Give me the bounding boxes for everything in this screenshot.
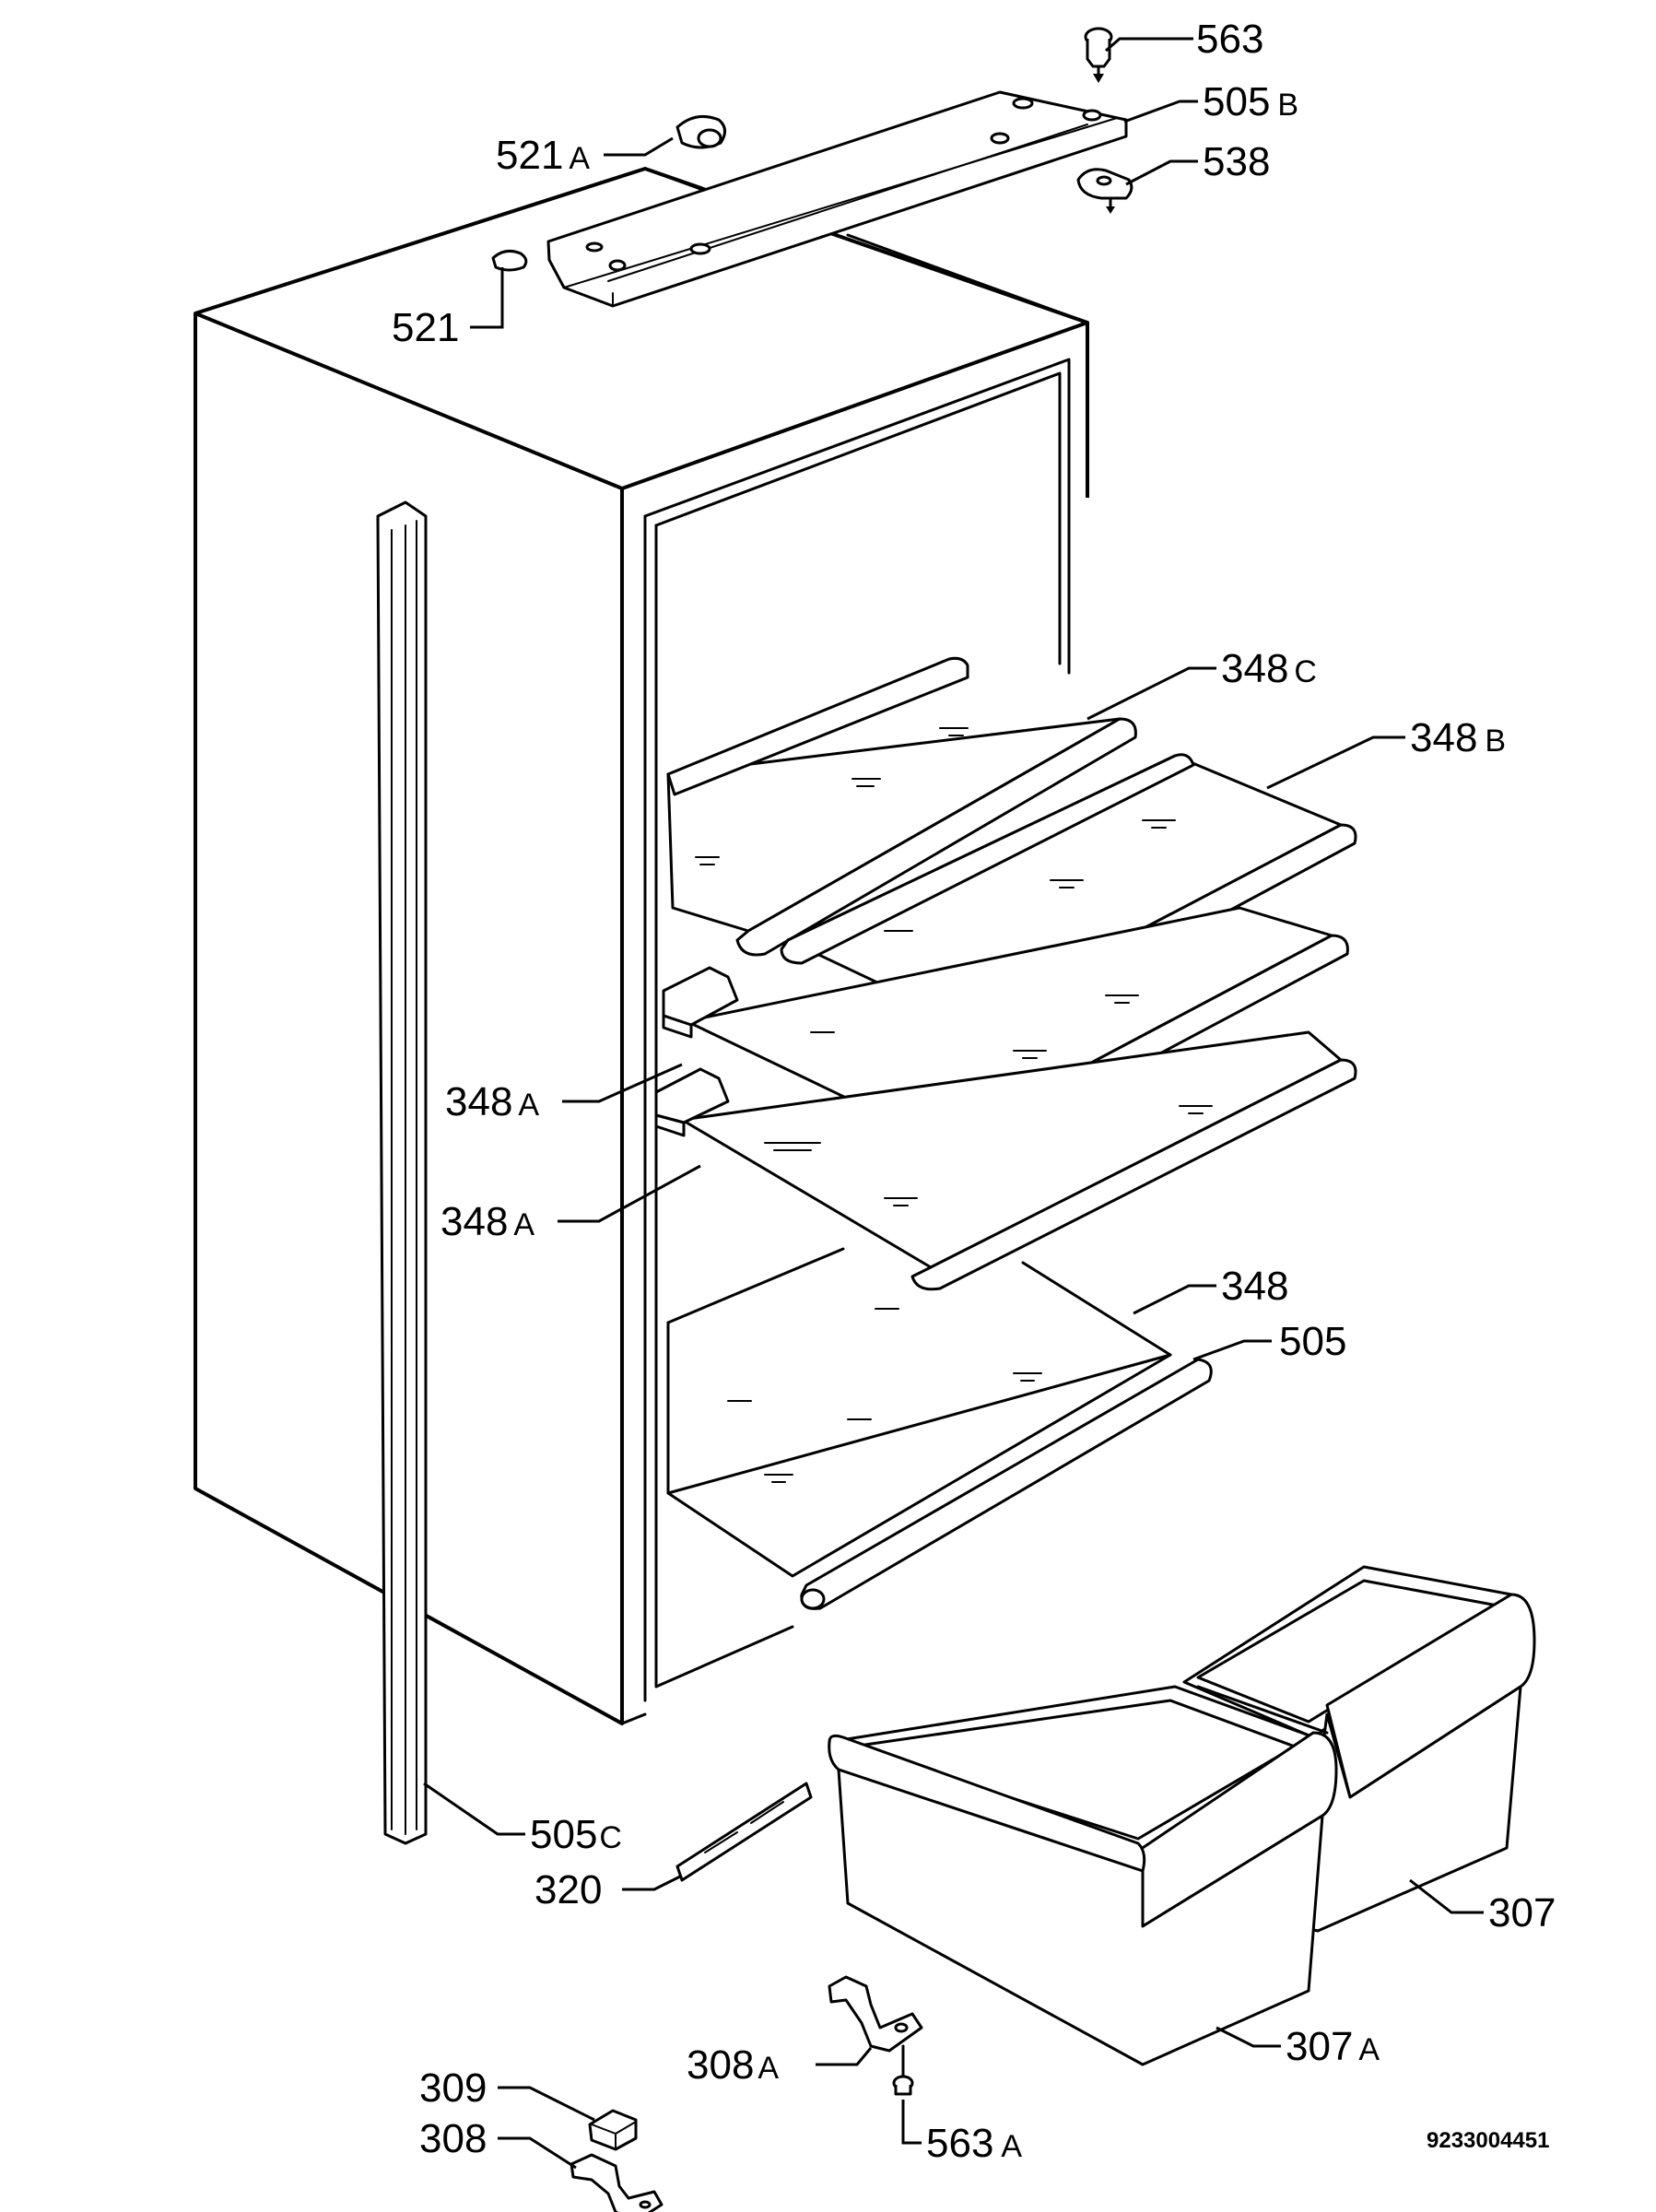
part-309-cap [588,2109,638,2151]
glass-shelf-348 [666,1247,1172,1578]
part-521a-cap [675,114,726,149]
label-505: 505 [1279,1319,1346,1364]
label-308: 308 [419,2116,487,2161]
glass-shelf-348a-lower [654,1030,1357,1291]
slide-rail-320 [675,1782,813,1882]
part-563-screw [1084,27,1113,83]
document-number: 9233004451 [1427,2128,1549,2153]
part-538-cap [1076,168,1133,214]
label-348: 348 [1221,1264,1288,1309]
label-563: 563 [1196,17,1263,62]
front-rail-505 [800,1358,1213,1610]
hinge-308a [828,1975,923,2053]
label-309: 309 [419,2065,487,2111]
label-320: 320 [534,1867,602,1912]
label-307: 307 [1488,1890,1556,1936]
label-521: 521 [392,305,459,350]
crisper-drawer-307 [1182,1565,1536,1933]
part-521-plug [491,249,528,272]
label-505c: 505C [530,1812,622,1857]
door-seal-strip [376,500,428,1845]
label-538: 538 [1203,139,1270,184]
screw-563a [892,2044,914,2096]
glass-shelf-348c [666,656,1137,957]
leader-lines [423,37,1484,2170]
cabinet-body [194,167,1089,1725]
crisper-drawer-307a [828,1685,1338,2066]
top-mounting-bracket [546,90,1128,308]
part-308-hinge [570,2153,664,2212]
